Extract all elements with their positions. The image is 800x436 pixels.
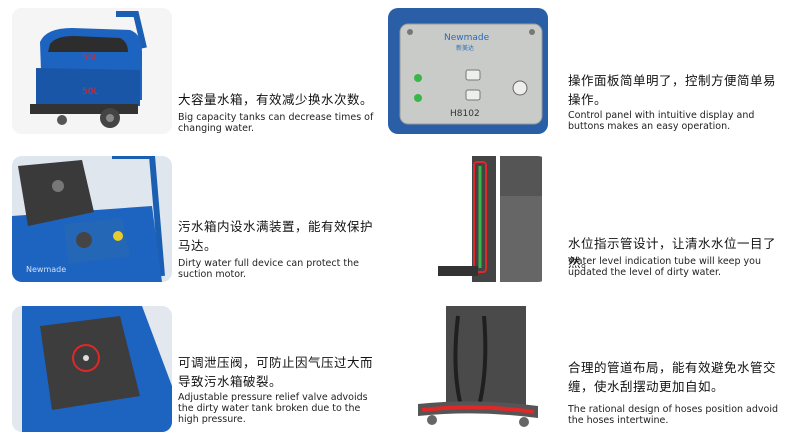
feature-6-desc: The rational design of hoses position ad…: [568, 404, 779, 426]
feature-5-title: 可调泄压阀，可防止因气压过大而导致污水箱破裂。: [178, 355, 374, 389]
tank-brand: Newmade: [26, 265, 66, 274]
panel-brand-cn: 新美达: [456, 44, 474, 52]
feature-2-desc: Control panel with intuitive display and…: [568, 110, 755, 132]
feature-2-title: 操作面板简单明了，控制方便简单易操作。: [568, 73, 777, 107]
feature-4-title: 水位指示管设计，让清水水位一目了然。: [568, 236, 777, 270]
machine-tanks-image: 55L 50L: [12, 8, 172, 134]
tank-capacity-50l: 50L: [82, 87, 98, 97]
feature-3-desc: Dirty water full device can protect the …: [178, 258, 359, 280]
hose-layout-image: [388, 306, 548, 432]
feature-4-desc: Water level indication tube will keep yo…: [568, 256, 762, 278]
feature-3-title: 污水箱内设水满装置，能有效保护马达。: [178, 219, 374, 253]
feature-1-desc: Big capacity tanks can decrease times of…: [178, 112, 374, 134]
tank-capacity-55l: 55L: [82, 53, 98, 63]
water-level-tube-image: [388, 156, 548, 282]
control-panel-image: Newmade 新美达 H8102: [388, 8, 548, 134]
panel-model: H8102: [450, 109, 480, 119]
feature-1-title: 大容量水箱，有效减少换水次数。: [178, 92, 374, 107]
pressure-relief-valve-image: [12, 306, 172, 432]
panel-brand: Newmade: [444, 33, 490, 43]
feature-5-desc: Adjustable pressure relief valve advoids…: [178, 392, 368, 425]
dirty-water-tank-image: Newmade: [12, 156, 172, 282]
feature-6-title: 合理的管道布局，能有效避免水管交缠，使水刮摆动更加自如。: [568, 360, 777, 394]
